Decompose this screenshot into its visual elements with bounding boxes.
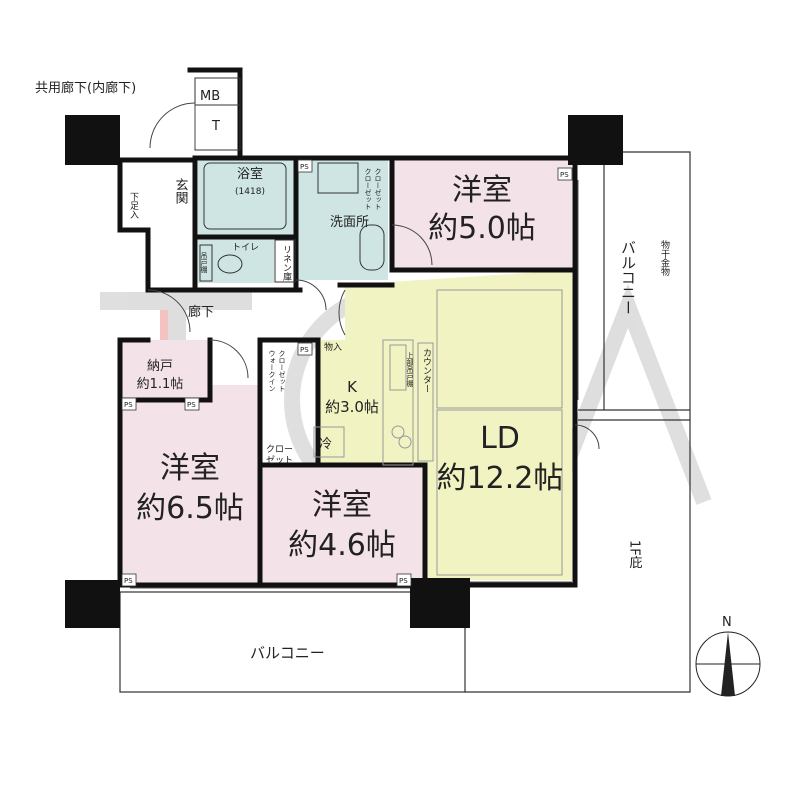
closet-label-1: クロー bbox=[266, 444, 293, 455]
shoe-box-label: 下足入 bbox=[128, 192, 139, 219]
ps-badges: PS PS PS PS PS PS PS bbox=[121, 159, 573, 587]
drying-rack-label: 物干金物 bbox=[659, 239, 670, 277]
room-western-ne-name: 洋室 bbox=[452, 173, 512, 208]
fridge-label: 冷 bbox=[319, 437, 332, 452]
closet-upper-label: クローゼット bbox=[364, 168, 372, 210]
room-western-w-fill bbox=[120, 385, 260, 585]
toilet-cabinet-label: 吊戸棚 bbox=[200, 252, 208, 274]
doors bbox=[147, 102, 600, 450]
room-kitchen-name: K bbox=[347, 378, 358, 396]
ps-label-5: PS bbox=[187, 401, 196, 409]
common-corridor-label: 共用廊下(内廊下) bbox=[35, 80, 136, 96]
walls bbox=[117, 67, 578, 588]
ps-label-7: PS bbox=[399, 577, 408, 585]
ps-label-1: PS bbox=[300, 163, 309, 171]
room-bath-fill bbox=[198, 158, 295, 235]
columns bbox=[65, 115, 623, 628]
eave-label: 1F庇 bbox=[627, 540, 643, 570]
ps-label-4: PS bbox=[124, 401, 133, 409]
balcony-south-label: バルコニー bbox=[250, 644, 325, 662]
room-western-w-name: 洋室 bbox=[160, 451, 220, 486]
room-western-ne-fill bbox=[392, 158, 572, 270]
windows bbox=[130, 180, 579, 589]
upper-cabinet-label: 上部吊戸棚 bbox=[406, 351, 414, 388]
ps-label-3: PS bbox=[300, 346, 309, 354]
washroom-label: 洗面所 bbox=[330, 215, 369, 230]
ld-fixtures bbox=[313, 289, 563, 576]
room-storage-fill bbox=[120, 340, 210, 400]
room-western-c-name: 洋室 bbox=[312, 488, 372, 523]
t-label: T bbox=[211, 119, 220, 134]
wet-fixtures bbox=[199, 162, 385, 283]
balcony-east-label: バルコニー bbox=[619, 240, 637, 315]
room-storage-size: 約1.1帖 bbox=[137, 377, 184, 392]
room-western-w-size: 約6.5帖 bbox=[136, 491, 244, 526]
north-arrow bbox=[695, 631, 761, 697]
walkin-label-2: クローゼット bbox=[278, 350, 286, 392]
ps-label-6: PS bbox=[124, 577, 133, 585]
balcony-south-area bbox=[119, 591, 466, 693]
room-bath-name: 浴室 bbox=[237, 166, 263, 182]
eave-area bbox=[465, 419, 691, 693]
room-western-c-fill bbox=[260, 465, 425, 585]
linen-label: リネン庫 bbox=[281, 245, 292, 282]
room-fills bbox=[120, 158, 572, 585]
north-label: N bbox=[722, 615, 732, 630]
room-western-ne-size: 約5.0帖 bbox=[428, 211, 536, 246]
hallway-label: 廊下 bbox=[188, 304, 214, 320]
room-washroom-fill bbox=[296, 158, 388, 280]
walkin-label-1: ウォークイン bbox=[268, 350, 276, 392]
ps-label-2: PS bbox=[560, 171, 569, 179]
room-storage-name: 納戸 bbox=[147, 359, 173, 374]
room-kitchen-size: 約3.0帖 bbox=[325, 398, 379, 416]
room-ld-size: 約12.2帖 bbox=[437, 461, 564, 496]
counter-label: カウンター bbox=[421, 348, 432, 393]
room-ld-name: LD bbox=[480, 421, 520, 456]
closet-label-2: ゼット bbox=[266, 454, 293, 466]
room-bath-size: (1418) bbox=[235, 187, 265, 197]
closet-lower-label: クローゼット bbox=[374, 168, 382, 210]
storage-small-label: 物入 bbox=[324, 341, 342, 353]
entrance-label: 玄関 bbox=[173, 178, 189, 205]
toilet-label: トイレ bbox=[232, 243, 259, 253]
room-western-c-size: 約4.6帖 bbox=[288, 528, 396, 563]
mb-label: MB bbox=[200, 89, 220, 104]
